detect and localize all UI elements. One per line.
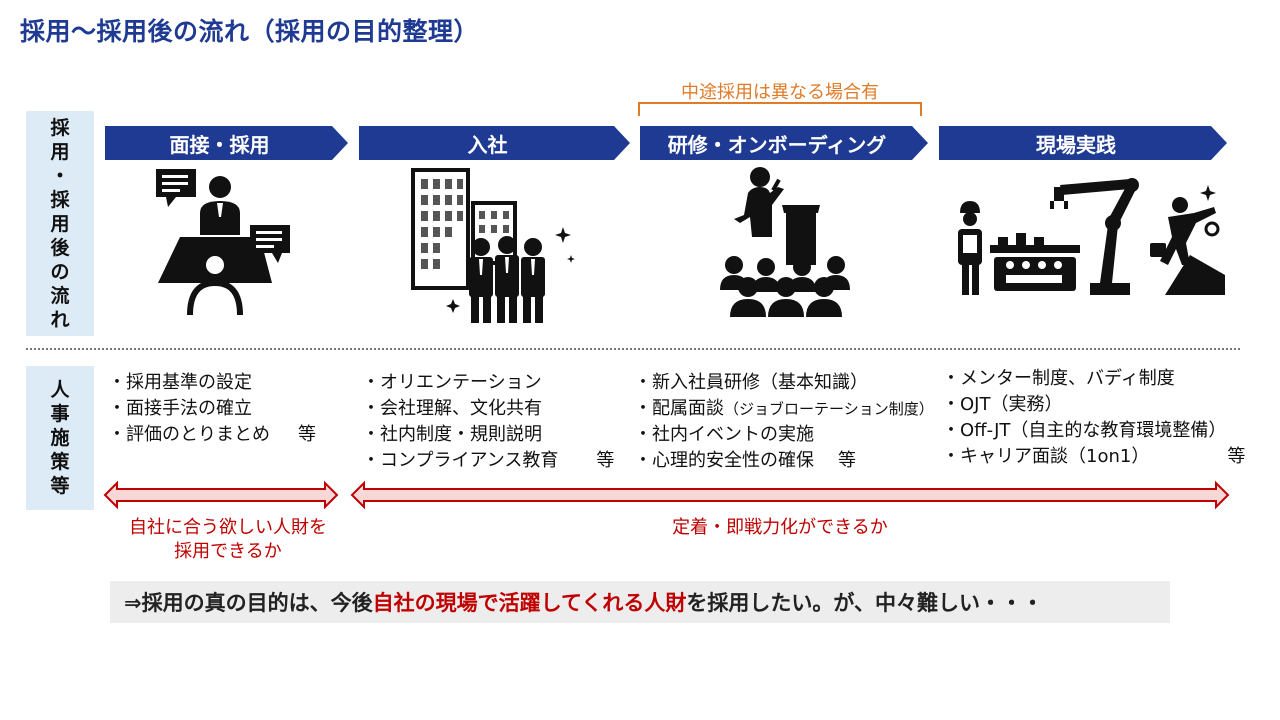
page-title: 採用～採用後の流れ（採用の目的整理） [20,17,480,46]
flow-label-char: 流 [50,284,70,307]
conclusion-suffix: を採用したい。が、中々難しい・・・ [686,591,1043,615]
stage-arrow-joining: 入社 [359,126,630,160]
conclusion-highlight: 自社の現場で活躍してくれる人財 [372,591,687,615]
list-item: ・面接手法の確立 [108,398,252,419]
hr-label-char: 人 [50,379,70,401]
flow-label-char: 用 [50,212,70,235]
list-item: ・Off-JT（自主的な教育環境整備） [942,420,1227,441]
factory-worker-icon [950,165,1225,330]
etc-label: 等 [838,450,856,471]
hr-label-char: 等 [50,475,70,497]
interview-icon [150,165,300,330]
list-item: ・心理的安全性の確保等 [634,448,934,474]
flow-label-char: れ [50,308,70,331]
list-item: ・社内制度・規則説明 [362,424,542,445]
stage-label: 研修・オンボーディング [667,132,887,157]
list-item: ・社内イベントの実施 [634,424,814,445]
red-note-left: 自社に合う欲しい人財を 採用できるか [103,516,353,564]
building-new-employees-icon [405,165,580,330]
midcareer-note: 中途採用は異なる場合有 [681,82,879,103]
midcareer-bracket [638,102,922,116]
etc-label: 等 [1227,446,1246,467]
hr-measures-side-label: 人 事 施 策 等 [26,366,94,510]
list-item: ・メンター制度、バディ制度 [942,368,1175,389]
list-item: ・OJT（実務） [942,394,1063,415]
list-item-note: （ジョブローテーション制度） [724,400,934,418]
red-arrow-right [350,480,1230,510]
list-item: ・新入社員研修（基本知識） [634,372,868,393]
hr-label-char: 事 [50,403,70,425]
hr-label-char: 施 [50,427,70,449]
red-note-line: 自社に合う欲しい人財を [129,517,327,538]
bullets-onboarding: ・新入社員研修（基本知識） ・配属面談（ジョブローテーション制度） ・社内イベン… [634,370,934,474]
stage-label: 面接・採用 [169,132,270,157]
red-note-right: 定着・即戦力化ができるか [672,517,888,538]
bullets-interview: ・採用基準の設定 ・面接手法の確立 ・評価のとりまとめ等 [108,370,316,448]
list-item: ・オリエンテーション [362,372,542,393]
list-item: ・会社理解、文化共有 [362,398,542,419]
stage-label: 現場実践 [1036,132,1116,157]
conclusion-prefix: ⇒採用の真の目的は、今後 [124,591,373,615]
flow-label-char: 用 [50,140,70,163]
hr-label-char: 策 [50,451,70,473]
etc-label: 等 [298,424,316,445]
section-divider [26,348,1240,350]
bullets-joining: ・オリエンテーション ・会社理解、文化共有 ・社内制度・規則説明 ・コンプライア… [362,370,614,474]
stage-arrow-practice: 現場実践 [939,126,1227,160]
flow-label-char: の [50,260,70,283]
red-arrow-left [103,480,339,510]
conclusion-banner: ⇒採用の真の目的は、今後自社の現場で活躍してくれる人財を採用したい。が、中々難し… [110,581,1170,623]
flow-label-char: ・ [50,164,70,187]
list-item: ・コンプライアンス教育等 [362,448,614,474]
list-item: ・採用基準の設定 [108,372,252,393]
flow-label-char: 採 [50,116,70,139]
stage-label: 入社 [467,132,508,157]
flow-side-label: 採 用 ・ 採 用 後 の 流 れ [26,111,94,336]
bullets-practice: ・メンター制度、バディ制度 ・OJT（実務） ・Off-JT（自主的な教育環境整… [942,366,1245,470]
seminar-presenter-icon [712,165,862,330]
red-note-line: 採用できるか [174,541,282,562]
list-item: ・評価のとりまとめ等 [108,422,316,448]
stage-arrow-onboarding: 研修・オンボーディング [640,126,928,160]
etc-label: 等 [596,450,615,471]
list-item: ・配属面談（ジョブローテーション制度） [634,398,934,419]
list-item: ・キャリア面談（1on1）等 [942,444,1245,470]
flow-label-char: 後 [50,236,70,259]
flow-label-char: 採 [50,188,70,211]
stage-arrow-interview: 面接・採用 [105,126,348,160]
